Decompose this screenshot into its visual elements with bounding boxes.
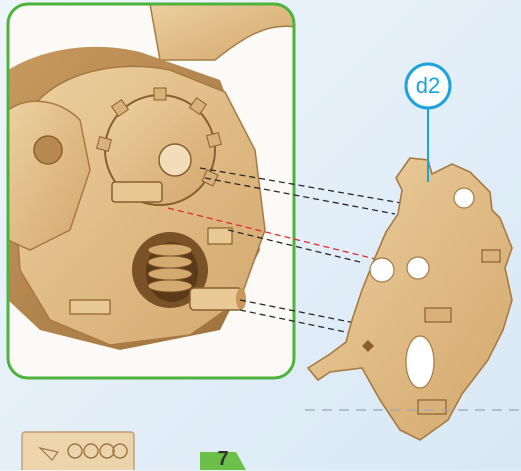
parts-sheet-thumbnail [22, 432, 134, 470]
step-badge [200, 452, 246, 470]
part-d2-plate [308, 158, 512, 440]
mechanism-inset [8, 0, 300, 378]
